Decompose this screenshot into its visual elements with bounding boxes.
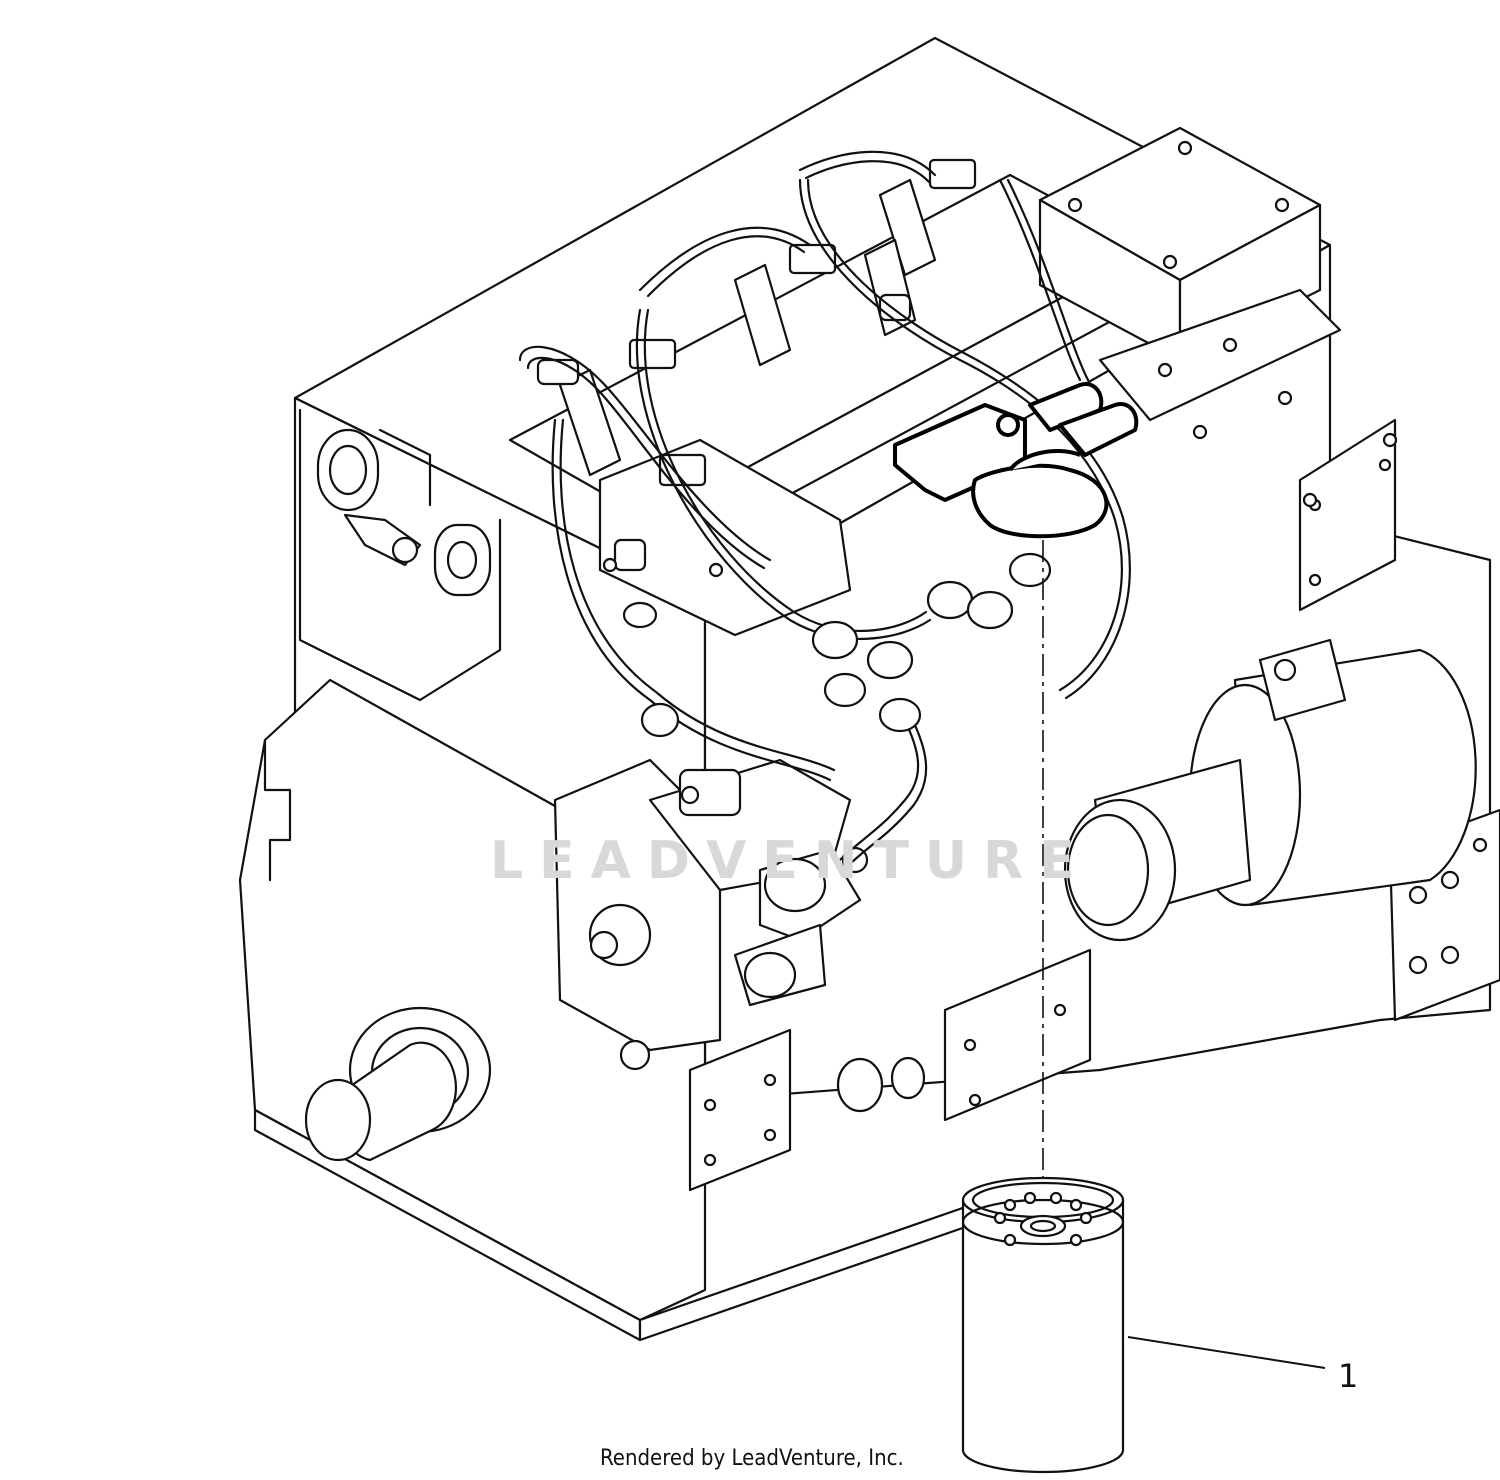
callout-number: 1	[1338, 1357, 1358, 1395]
watermark: LEADVENTURE	[490, 831, 1091, 891]
injector-pipes	[622, 552, 1052, 738]
render-credit: Rendered by LeadVenture, Inc.	[600, 1446, 904, 1471]
fuel-injection-pump	[553, 758, 869, 1071]
fuel-filter-element	[961, 1176, 1125, 1474]
cylinder-head	[508, 126, 1398, 637]
temperature-sensor	[343, 513, 422, 567]
starter-motor	[1063, 638, 1477, 942]
fuel-injectors	[536, 158, 977, 477]
fuel-filter-head	[893, 382, 1139, 539]
callout-leader-line	[1127, 1336, 1326, 1369]
